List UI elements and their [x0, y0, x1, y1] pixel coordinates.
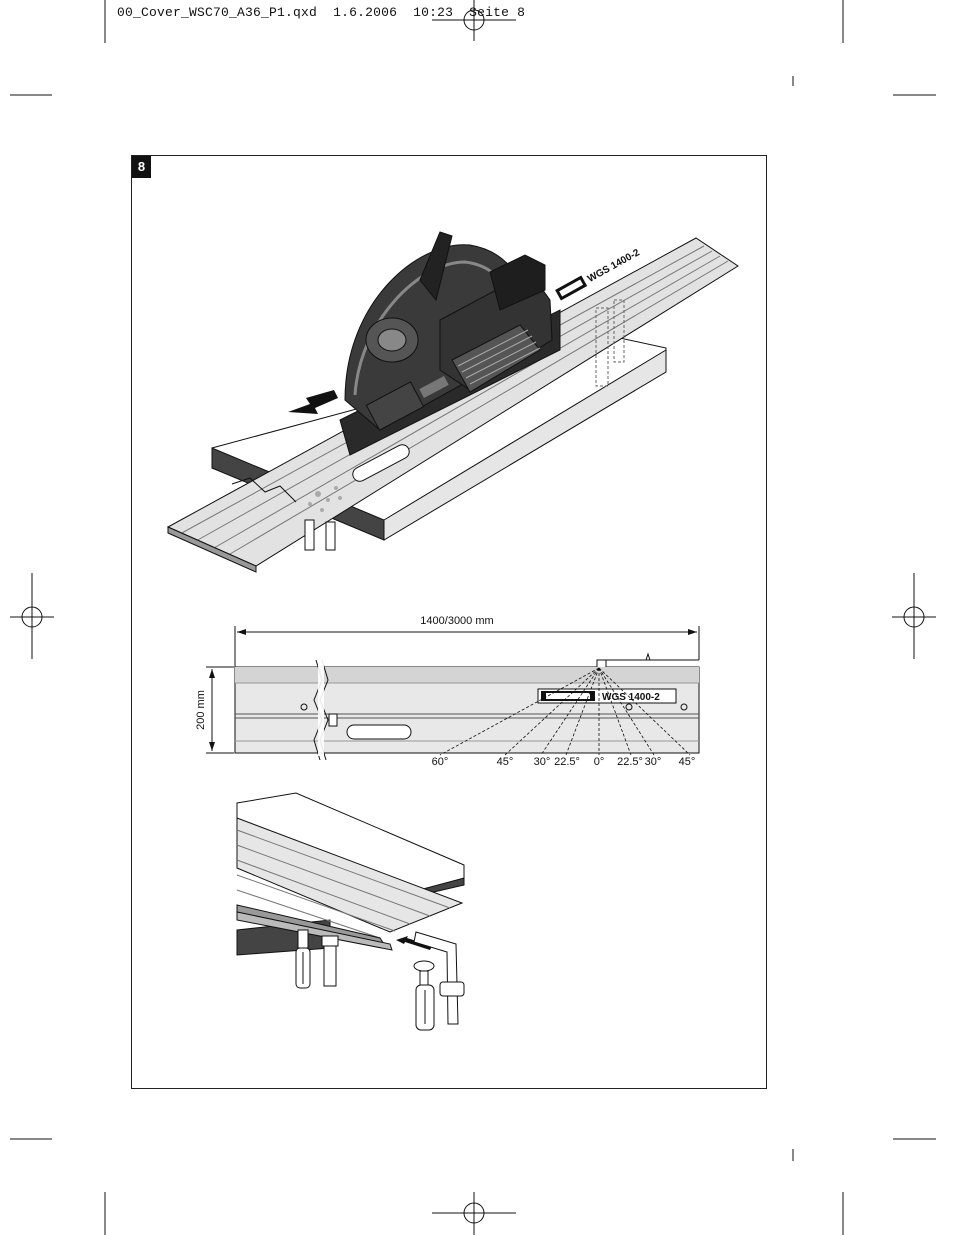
length-dimension-label: 1400/3000 mm: [420, 615, 493, 627]
angle-label: 0°: [594, 756, 605, 768]
angle-reference-lines: [439, 667, 691, 756]
slug-date: 1.6.2006: [333, 5, 398, 20]
figure-number-badge: 8: [132, 156, 151, 178]
angle-label: 22.5°: [617, 756, 643, 768]
plate-model-label: WGS 1400-2: [602, 692, 660, 703]
rail-dimension-drawing: 1400/3000 mm 200 mm WGS 1400-2: [195, 615, 700, 768]
angle-label: 30°: [645, 756, 662, 768]
width-dimension-label: 200 mm: [195, 690, 207, 730]
angle-label: 60°: [432, 756, 449, 768]
slug-file: 00_Cover_WSC70_A36_P1.qxd: [117, 5, 318, 20]
print-slug: 00_Cover_WSC70_A36_P1.qxd 1.6.2006 10:23…: [117, 5, 525, 20]
angle-label: 45°: [679, 756, 696, 768]
clamp-icon: [295, 929, 339, 989]
saw-on-rail-illustration: WGS 1400-2: [166, 231, 739, 573]
registration-mark-bottom: [432, 1192, 516, 1235]
slug-time: 10:23: [413, 5, 454, 20]
rail-clamping-illustration: [236, 792, 465, 1031]
insert-direction-arrow-icon: [396, 936, 432, 950]
circular-saw-icon: [339, 231, 561, 456]
registration-mark-right: [892, 573, 936, 659]
angle-label: 22.5°: [554, 756, 580, 768]
angle-label: 30°: [534, 756, 551, 768]
feed-direction-arrow-icon: [288, 390, 338, 414]
clamp-icon: [413, 931, 465, 1031]
registration-mark-top: [432, 0, 516, 41]
registration-mark-left: [10, 573, 54, 659]
figure-frame: 8: [131, 155, 767, 1089]
slug-page: Seite 8: [469, 5, 526, 20]
angle-label: 45°: [497, 756, 514, 768]
